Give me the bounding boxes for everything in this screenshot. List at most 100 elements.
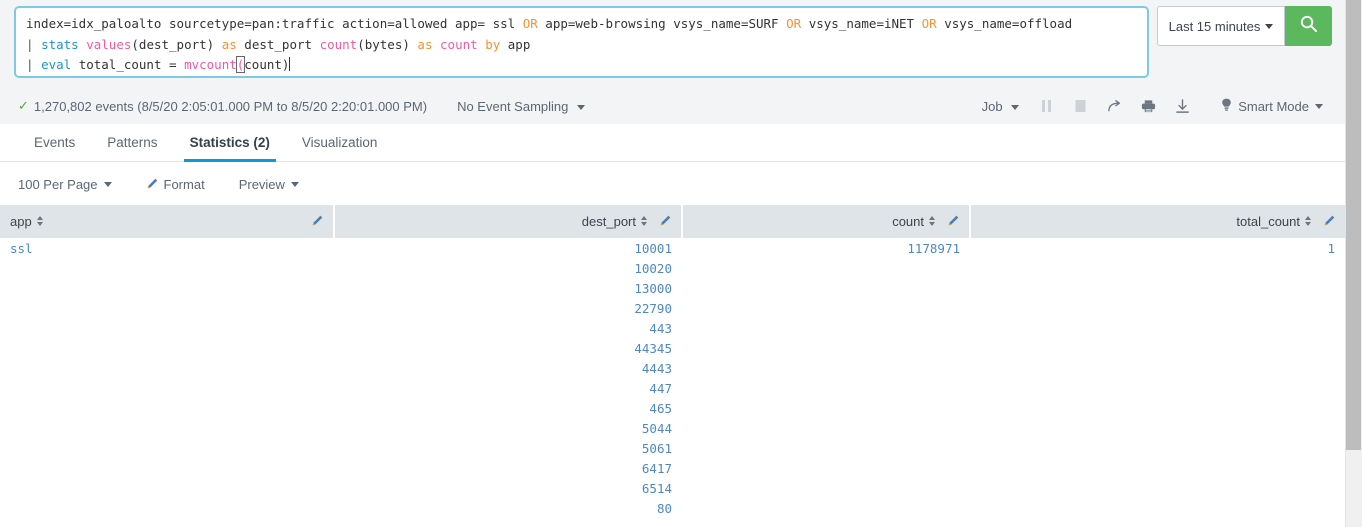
event-sampling-label: No Event Sampling (457, 98, 569, 114)
event-sampling-dropdown[interactable]: No Event Sampling (457, 99, 585, 114)
cell-value[interactable]: 80 (656, 500, 672, 516)
export-icon[interactable] (1165, 94, 1199, 118)
column-header-total_count[interactable]: total_count (970, 205, 1345, 239)
column-header-label: total_count (1236, 213, 1300, 229)
column-header-dest_port[interactable]: dest_port (334, 205, 683, 239)
column-edit-pencil-icon[interactable] (1323, 215, 1335, 227)
chevron-down-icon (1265, 23, 1274, 29)
preview-dropdown[interactable]: Preview (239, 177, 299, 192)
cell-value[interactable]: 6417 (641, 460, 672, 476)
results-toolbar: 100 Per Page Format Preview (0, 163, 1345, 205)
cell-value[interactable]: 1178971 (907, 240, 960, 256)
spl-token: as (417, 36, 433, 52)
cell-value[interactable]: 44345 (634, 340, 672, 356)
spl-line: | eval total_count = mvcount(count) (26, 55, 1137, 76)
column-edit-pencil-icon[interactable] (311, 215, 323, 227)
column-header-count[interactable]: count (682, 205, 971, 239)
spl-token: app (500, 36, 531, 52)
page-scrollbar[interactable] (1345, 0, 1362, 527)
chevron-down-icon (1011, 104, 1020, 110)
job-dropdown-button[interactable]: Job (972, 99, 1030, 114)
share-icon[interactable] (1097, 94, 1131, 118)
tab-label: Statistics (2) (189, 135, 270, 150)
column-header-inner: count (693, 214, 959, 229)
column-header-label: dest_port (581, 213, 636, 229)
spl-token: (dest_port) (131, 36, 222, 52)
chevron-down-icon (103, 181, 112, 187)
job-status-bar: ✓ 1,270,802 events (8/5/20 2:05:01.000 P… (0, 88, 1345, 124)
column-edit-pencil-icon[interactable] (659, 215, 671, 227)
cell-value[interactable]: ssl (10, 240, 33, 256)
cell-value[interactable]: 4443 (641, 360, 672, 376)
tab-visualization[interactable]: Visualization (286, 124, 394, 161)
search-icon (1299, 14, 1318, 38)
cell-value[interactable]: 6514 (641, 480, 672, 496)
cell-value[interactable]: 10020 (634, 260, 672, 276)
tab-patterns[interactable]: Patterns (91, 124, 173, 161)
lightbulb-icon (1221, 98, 1232, 115)
sort-arrows-icon[interactable] (641, 216, 647, 227)
spl-query-text: index=idx_paloalto sourcetype=pan:traffi… (26, 14, 1137, 76)
event-count-summary: 1,270,802 events (8/5/20 2:05:01.000 PM … (33, 98, 428, 114)
cell-value[interactable]: 1 (1327, 240, 1335, 256)
tab-statistics-2[interactable]: Statistics (2) (174, 124, 286, 162)
format-button[interactable]: Format (146, 177, 205, 192)
print-icon[interactable] (1131, 94, 1165, 118)
chevron-down-icon (1315, 103, 1323, 109)
column-edit-pencil-icon[interactable] (947, 215, 959, 227)
search-mode-label: Smart Mode (1238, 98, 1309, 114)
search-mode-dropdown[interactable]: Smart Mode (1221, 98, 1327, 115)
column-header-inner: total_count (981, 214, 1335, 229)
sort-arrows-icon[interactable] (929, 216, 935, 227)
spl-token: values (86, 36, 132, 52)
spl-token: count (319, 36, 358, 52)
spl-token: by (485, 36, 501, 52)
spl-token: ( (235, 56, 246, 73)
format-label: Format (163, 176, 205, 192)
pencil-icon (146, 178, 158, 190)
job-label: Job (981, 98, 1003, 114)
cell-value[interactable]: 447 (649, 380, 672, 396)
spl-token: OR (522, 16, 538, 31)
stop-icon[interactable] (1063, 94, 1097, 118)
spl-token: as (221, 36, 237, 52)
sort-arrows-icon[interactable] (1305, 216, 1311, 227)
spl-token: OR (921, 16, 937, 31)
cell-value[interactable]: 5061 (641, 440, 672, 456)
cell-value[interactable]: 22790 (634, 300, 672, 316)
per-page-label: 100 Per Page (18, 176, 98, 192)
cell-value[interactable]: 10001 (634, 240, 672, 256)
spl-token: app=web-browsing vsys_name=SURF (537, 16, 787, 31)
tab-label: Patterns (107, 135, 158, 150)
cell-value[interactable]: 5044 (641, 420, 672, 436)
search-submit-button[interactable] (1285, 6, 1332, 46)
page-scrollbar-thumb[interactable] (1346, 0, 1361, 450)
spl-token: (bytes) (357, 36, 418, 52)
cell-value[interactable]: 443 (649, 320, 672, 336)
tab-events[interactable]: Events (18, 124, 91, 161)
column-header-label: app (10, 213, 32, 229)
tab-label: Visualization (301, 135, 378, 150)
sort-arrows-icon[interactable] (36, 216, 43, 227)
cell-value[interactable]: 13000 (634, 280, 672, 296)
cell-value[interactable]: 465 (649, 400, 672, 416)
spl-token: | (26, 57, 42, 72)
tab-label: Events (34, 135, 76, 150)
search-query-input[interactable]: index=idx_paloalto sourcetype=pan:traffi… (14, 6, 1149, 78)
table-row: ssl 10001 10020 13000 22790 443 44345 4443 447 46… (0, 238, 1345, 519)
cell-dest_port: 10001 10020 13000 22790 443 44345 4443 447 465 50… (334, 238, 682, 519)
column-header-app[interactable]: app (0, 205, 335, 239)
chevron-down-icon (576, 104, 585, 110)
spl-token: eval (41, 57, 72, 72)
spl-token: vsys_name=iNET (801, 16, 922, 31)
spl-token: | (26, 36, 42, 52)
table-head: app dest_port count total_count (0, 205, 1345, 239)
per-page-dropdown[interactable]: 100 Per Page (18, 177, 112, 192)
pause-icon[interactable] (1029, 94, 1063, 118)
time-range-picker[interactable]: Last 15 minutes (1157, 6, 1285, 46)
spl-token: mvcount (184, 57, 237, 72)
success-check-icon: ✓ (18, 98, 29, 113)
search-bar-row: index=idx_paloalto sourcetype=pan:traffi… (0, 0, 1345, 88)
